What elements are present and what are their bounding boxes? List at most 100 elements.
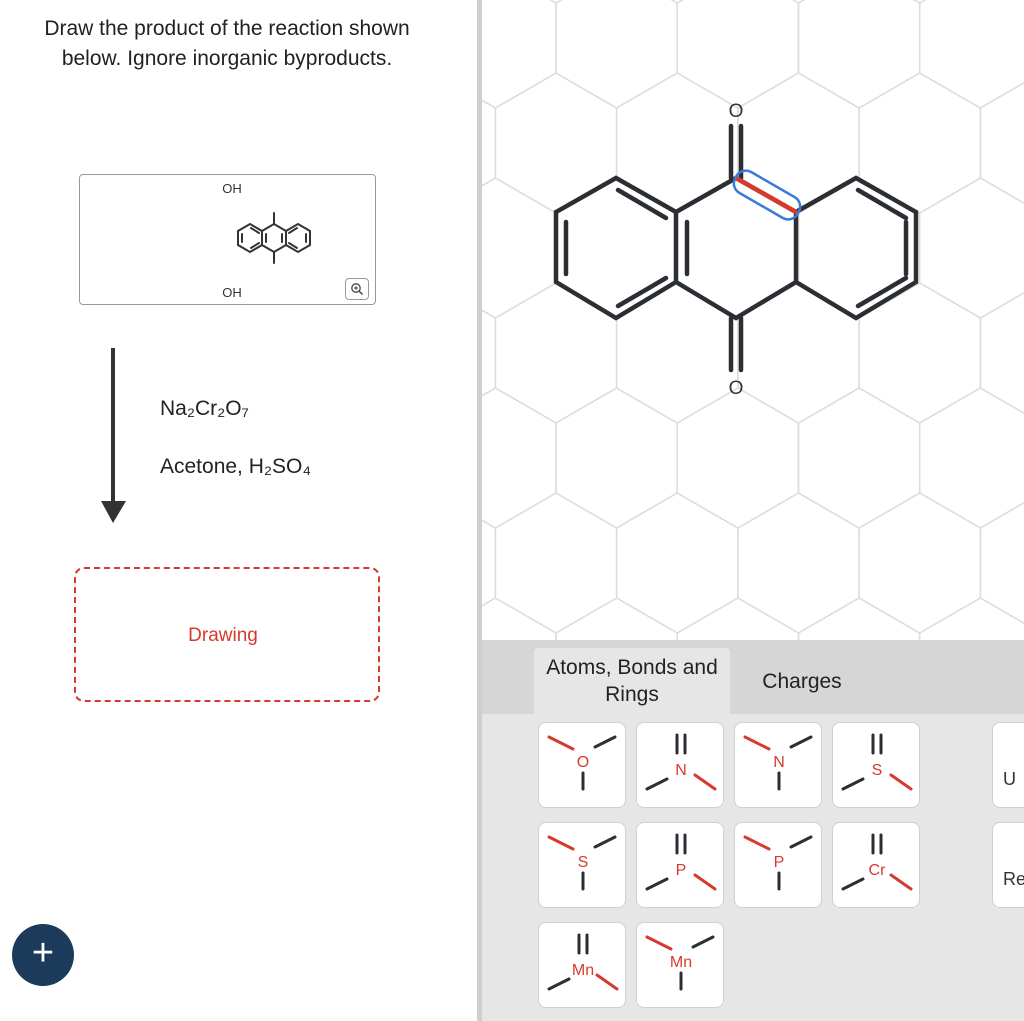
atom-tool-button[interactable]: O bbox=[538, 722, 626, 808]
grid-hex bbox=[918, 597, 1024, 640]
atom-tool-glyph: Mn bbox=[547, 933, 619, 991]
tool-atom-label: P bbox=[676, 862, 687, 879]
grid-hex bbox=[555, 177, 678, 319]
side-tool-top-label: U bbox=[1003, 769, 1016, 789]
grid-hex bbox=[980, 0, 1024, 3]
atom-tool-glyph: Cr bbox=[841, 833, 913, 891]
grid-hex bbox=[482, 99, 497, 187]
grid-hex bbox=[482, 0, 495, 3]
tool-atom-label: Mn bbox=[572, 962, 594, 979]
grid-hex bbox=[858, 492, 982, 634]
grid-hex bbox=[555, 0, 678, 109]
structure-toolbar: Atoms, Bonds and Rings Charges O N N S S P P Cr… bbox=[482, 640, 1024, 1021]
grid-hex bbox=[797, 387, 921, 529]
tab-charges[interactable]: Charges bbox=[762, 669, 842, 693]
grid-hex bbox=[615, 282, 739, 424]
tool-bond-line bbox=[645, 935, 673, 951]
atom-tool-glyph: S bbox=[841, 733, 913, 791]
tab-atoms-bonds-rings[interactable]: Atoms, Bonds and Rings bbox=[534, 648, 730, 714]
grid-hex bbox=[494, 492, 618, 634]
atom-tool-glyph: O bbox=[547, 735, 617, 791]
anthraquinone-structure[interactable] bbox=[553, 123, 919, 373]
reagent-solvent-acid: Acetone, H₂SO₄ bbox=[160, 455, 311, 478]
atom-tool-button[interactable]: S bbox=[832, 722, 920, 808]
tool-bond-line bbox=[743, 835, 771, 851]
tool-bond-line bbox=[889, 873, 913, 891]
reactant-anthracenediol-drawing: OH OH bbox=[222, 181, 311, 300]
grid-hex bbox=[482, 177, 557, 319]
drawing-canvas[interactable]: O O bbox=[482, 0, 1024, 640]
product-placeholder-label: Drawing bbox=[188, 625, 258, 646]
grid-hex bbox=[482, 387, 557, 529]
atom-tool-button[interactable]: S bbox=[538, 822, 626, 908]
atom-tool-glyph: N bbox=[645, 733, 717, 791]
atom-tool-button[interactable]: N bbox=[734, 722, 822, 808]
grid-hex bbox=[615, 492, 739, 634]
reactant-structure: OH OH bbox=[79, 174, 376, 305]
tool-bond-line bbox=[693, 773, 717, 791]
atom-tool-button[interactable]: Cr bbox=[832, 822, 920, 908]
tool-atom-label: O bbox=[577, 754, 589, 771]
question-panel: Draw the product of the reaction shown b… bbox=[0, 0, 477, 1021]
tool-atom-label: S bbox=[578, 854, 589, 871]
grid-hex bbox=[555, 387, 678, 529]
bottom-oxygen-label[interactable]: O bbox=[729, 378, 744, 399]
hex-grid bbox=[482, 0, 1024, 640]
tool-atom-label: P bbox=[774, 854, 785, 871]
grid-hex bbox=[737, 492, 860, 634]
tool-bond-line bbox=[593, 735, 617, 749]
grid-hex bbox=[482, 0, 557, 109]
tool-bond-line bbox=[743, 735, 771, 751]
atom-tool-button[interactable]: P bbox=[734, 822, 822, 908]
toolbar-tabs: Atoms, Bonds and Rings Charges bbox=[482, 640, 1024, 714]
tool-bond-line bbox=[789, 835, 813, 849]
atom-tool-glyph: P bbox=[645, 833, 717, 891]
reactant-top-oh-label: OH bbox=[222, 181, 242, 196]
atom-tool-glyph: S bbox=[547, 835, 617, 891]
tool-atom-label: Cr bbox=[869, 862, 887, 879]
zoom-in-icon bbox=[351, 283, 363, 295]
bond-selection-outline bbox=[732, 169, 802, 221]
grid-hex bbox=[494, 72, 618, 214]
atom-tool-button[interactable]: Mn bbox=[538, 922, 626, 1008]
atom-tool-button[interactable]: N bbox=[636, 722, 724, 808]
atom-tool-button[interactable]: P bbox=[636, 822, 724, 908]
zoom-button[interactable] bbox=[345, 278, 369, 300]
grid-hex bbox=[676, 597, 800, 640]
tool-bond-line bbox=[595, 973, 619, 991]
tool-bond-line bbox=[889, 773, 913, 791]
tool-bond-line bbox=[645, 877, 669, 891]
tool-atom-label: N bbox=[773, 754, 785, 771]
top-oxygen-label[interactable]: O bbox=[729, 101, 744, 122]
tool-bond-line bbox=[645, 777, 669, 791]
grid-hex bbox=[918, 387, 1024, 529]
reaction-arrow-icon bbox=[101, 348, 126, 523]
panel-divider[interactable] bbox=[477, 0, 482, 1021]
canvas-drawing: O O bbox=[482, 0, 1024, 640]
grid-hex bbox=[482, 309, 497, 397]
grid-hex bbox=[918, 177, 1024, 319]
grid-hex bbox=[979, 81, 1024, 205]
grid-hex bbox=[797, 0, 921, 109]
side-tool-top[interactable]: U bbox=[992, 722, 1024, 808]
grid-hex bbox=[797, 597, 921, 640]
side-tool-bottom-label: Re bbox=[1003, 869, 1024, 889]
grid-hex bbox=[676, 0, 800, 109]
product-drawing-box[interactable]: Drawing bbox=[74, 567, 380, 702]
grid-hex bbox=[615, 72, 739, 214]
reactant-bottom-oh-label: OH bbox=[222, 285, 242, 300]
side-tool-bottom[interactable]: Re bbox=[992, 822, 1024, 908]
question-line-2: below. Ignore inorganic byproducts. bbox=[61, 47, 393, 70]
add-button[interactable]: + bbox=[12, 924, 74, 986]
tool-bond-line bbox=[789, 735, 813, 749]
atom-tool-glyph: N bbox=[743, 735, 813, 791]
grid-hex bbox=[979, 501, 1024, 625]
grid-hex bbox=[676, 387, 800, 529]
tool-atom-label: S bbox=[872, 762, 883, 779]
atom-tool-button[interactable]: Mn bbox=[636, 922, 724, 1008]
tool-bond-line bbox=[691, 935, 715, 949]
grid-hex bbox=[555, 597, 678, 640]
highlighted-bond[interactable] bbox=[733, 175, 799, 215]
